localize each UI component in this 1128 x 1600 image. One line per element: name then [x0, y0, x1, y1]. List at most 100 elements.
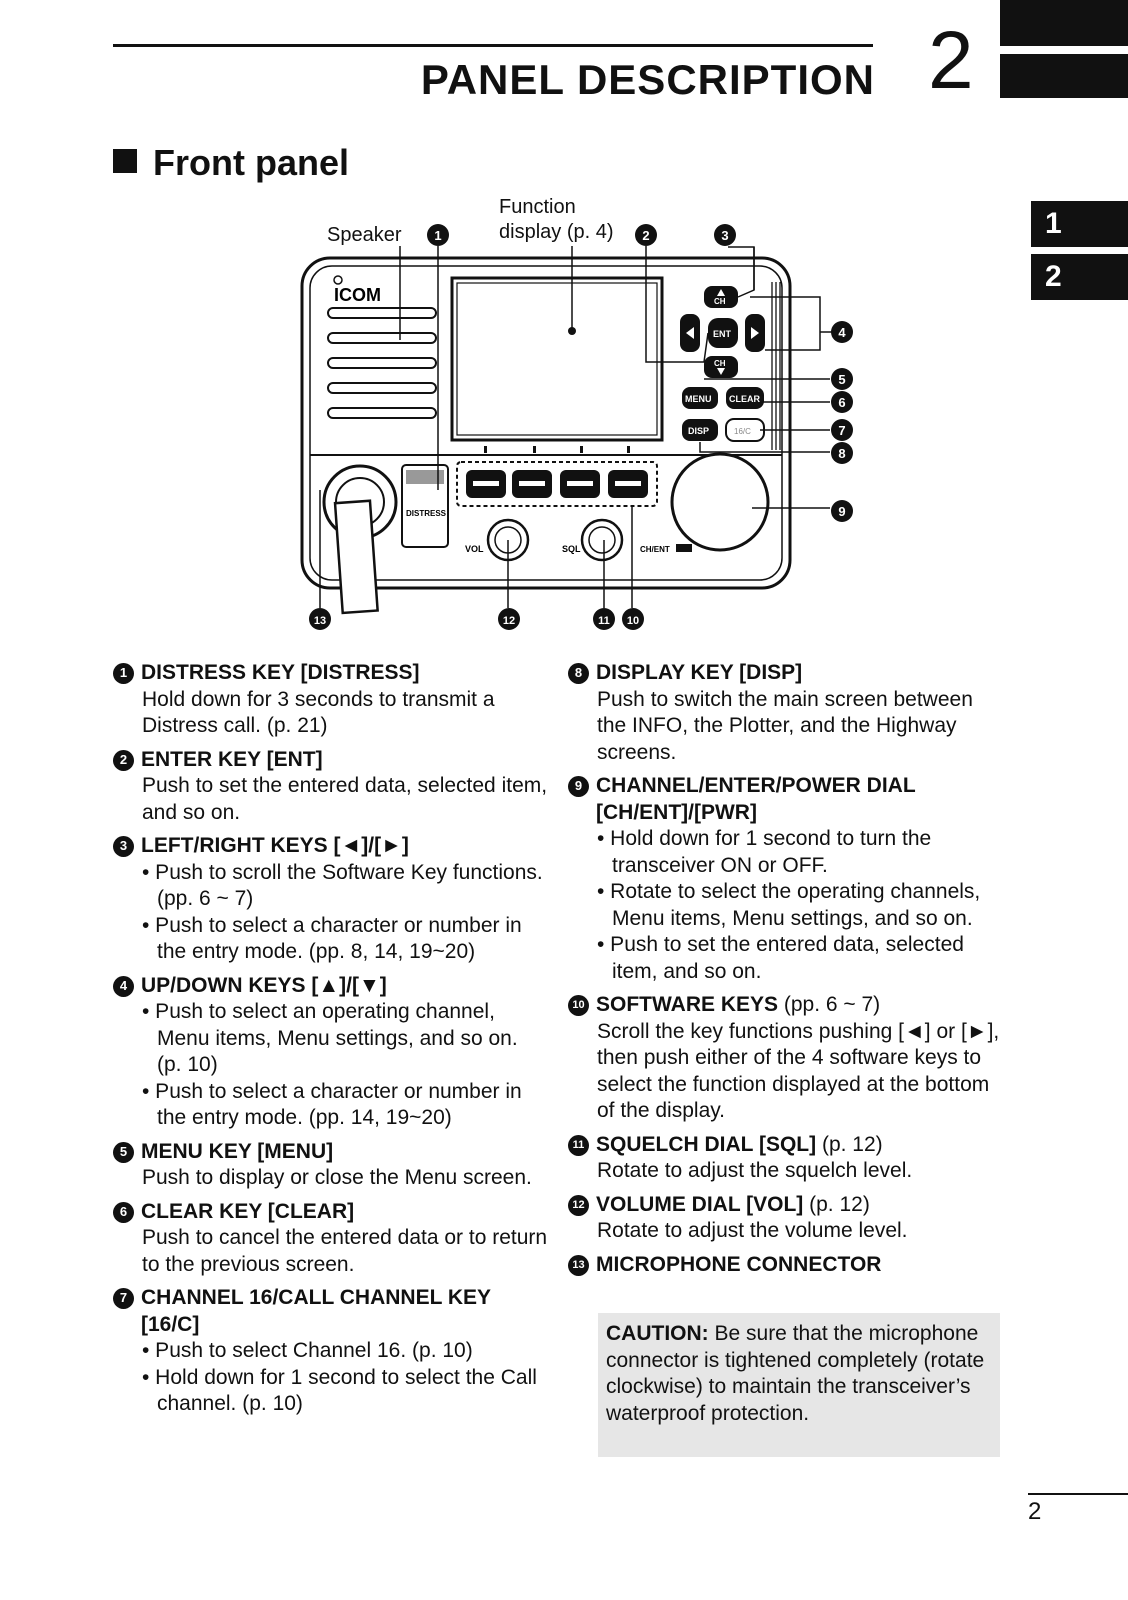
- ch-up-key: [704, 286, 738, 308]
- item-title: VOLUME DIAL [VOL]: [596, 1192, 804, 1216]
- description-item: 1 DISTRESS KEY [DISTRESS] Hold down for 3 …: [113, 660, 548, 740]
- svg-text:11: 11: [598, 615, 610, 627]
- item-description: Scroll the key functions pushing [◄] or …: [597, 1019, 1000, 1123]
- item-number-badge: 10: [568, 995, 589, 1016]
- item-page-ref: (pp. 6 ~ 7): [778, 993, 881, 1016]
- svg-text:VOL: VOL: [465, 544, 484, 554]
- svg-text:12: 12: [503, 615, 515, 627]
- chapter-tab-block: [1000, 0, 1128, 46]
- description-item: 2 ENTER KEY [ENT] Push to set the entered …: [113, 747, 548, 827]
- svg-text:DISP: DISP: [688, 426, 709, 436]
- item-number-badge: 9: [568, 776, 589, 797]
- item-description: Rotate to adjust the squelch level.: [597, 1159, 913, 1182]
- front-panel-diagram: ICOM CH ENT CH MENU: [290, 190, 870, 640]
- item-number-badge: 6: [113, 1201, 134, 1223]
- page-number: 2: [1028, 1498, 1042, 1525]
- item-bullet: • Rotate to select the operating channel…: [597, 880, 981, 930]
- item-bullet: • Push to scroll the Software Key functi…: [142, 860, 543, 911]
- item-bullet: • Push to select a character or number i…: [142, 913, 522, 964]
- side-tab-1[interactable]: 1: [1031, 201, 1128, 247]
- item-bullet: • Hold down for 1 second to turn the tra…: [597, 827, 932, 877]
- channel-enter-power-dial: [670, 452, 770, 552]
- clear-key: [726, 387, 764, 409]
- page-title: PANEL DESCRIPTION: [420, 56, 875, 103]
- speaker-label: Speaker: [327, 224, 402, 246]
- svg-text:2: 2: [642, 228, 649, 243]
- svg-text:ENT: ENT: [713, 329, 732, 339]
- caution-text: Be sure that the microphone connector is…: [606, 1322, 985, 1425]
- function-display-label-2: display (p. 4): [499, 221, 614, 243]
- description-column-left: 1 DISTRESS KEY [DISTRESS] Hold down for 3 …: [113, 660, 548, 1425]
- item-title: UP/DOWN KEYS [▲]/[▼]: [141, 973, 387, 997]
- item-bullet: • Push to set the entered data, selected…: [597, 933, 964, 983]
- description-item: 12 VOLUME DIAL [VOL] (p. 12) Rotate to adj…: [568, 1192, 1000, 1245]
- item-heading: 10 SOFTWARE KEYS (pp. 6 ~ 7): [568, 992, 1000, 1019]
- function-display: [450, 276, 664, 442]
- item-number-badge: 3: [113, 836, 134, 857]
- item-title: ENTER KEY [ENT]: [141, 747, 323, 771]
- item-number-badge: 11: [568, 1134, 589, 1156]
- item-heading: 1 DISTRESS KEY [DISTRESS]: [113, 660, 548, 687]
- item-number-badge: 8: [568, 663, 589, 684]
- footer-rule: [1028, 1493, 1128, 1495]
- item-description: Hold down for 3 seconds to transmit a Di…: [142, 687, 495, 738]
- item-bullet: • Hold down for 1 second to select the C…: [142, 1365, 537, 1416]
- distress-key: [401, 464, 449, 548]
- icom-logo: ICOM: [334, 285, 381, 305]
- section-title: Front panel: [113, 142, 349, 184]
- svg-text:CH/ENT: CH/ENT: [640, 545, 670, 554]
- software-keys-area: [456, 461, 658, 507]
- svg-text:3: 3: [721, 228, 728, 243]
- item-heading: 3 LEFT/RIGHT KEYS [◄]/[►]: [113, 833, 548, 860]
- speaker-grille: [327, 307, 437, 419]
- item-page-ref: (p. 12): [803, 1192, 870, 1216]
- caution-box: CAUTION: Be sure that the microphone con…: [598, 1313, 1000, 1457]
- item-number-badge: 13: [568, 1254, 589, 1276]
- ch-down-key: [704, 356, 738, 378]
- item-number-badge: 2: [113, 749, 134, 771]
- svg-text:SQL: SQL: [562, 544, 581, 554]
- svg-text:4: 4: [838, 325, 846, 340]
- item-bullet: • Push to select a character or number i…: [142, 1079, 522, 1130]
- item-heading: 4 UP/DOWN KEYS [▲]/[▼]: [113, 973, 548, 1000]
- item-number-badge: 12: [568, 1194, 589, 1216]
- item-title: SOFTWARE KEYS: [596, 993, 779, 1016]
- item-description: Push to display or close the Menu screen…: [142, 1166, 532, 1189]
- item-bullet: • Push to select an operating channel, M…: [142, 1000, 518, 1076]
- item-description: Push to switch the main screen between t…: [597, 687, 973, 764]
- item-title: SQUELCH DIAL [SQL]: [596, 1132, 817, 1156]
- item-title: DISPLAY KEY [DISP]: [596, 661, 803, 684]
- side-tab-2[interactable]: 2: [1031, 254, 1128, 300]
- svg-text:16/C: 16/C: [734, 427, 751, 436]
- item-number-badge: 7: [113, 1288, 134, 1309]
- svg-text:MENU: MENU: [685, 394, 712, 404]
- disp-key: [682, 419, 718, 441]
- svg-text:10: 10: [627, 615, 639, 627]
- item-description: Push to cancel the entered data or to re…: [142, 1226, 548, 1276]
- square-bullet-icon: [113, 149, 137, 173]
- radio-illustration: ICOM CH ENT CH MENU: [300, 224, 853, 630]
- description-item: 10 SOFTWARE KEYS (pp. 6 ~ 7) Scroll the ke…: [568, 992, 1000, 1125]
- item-number-badge: 4: [113, 975, 134, 997]
- item-title: LEFT/RIGHT KEYS [◄]/[►]: [141, 834, 409, 857]
- item-title: DISTRESS KEY [DISTRESS]: [141, 661, 420, 684]
- item-number-badge: 1: [113, 663, 134, 684]
- header-rule: [113, 44, 873, 47]
- item-description: Rotate to adjust the volume level.: [597, 1219, 908, 1242]
- description-item: 8 DISPLAY KEY [DISP] Push to switch the ma…: [568, 660, 1000, 766]
- item-title: MENU KEY [MENU]: [141, 1139, 334, 1163]
- svg-text:6: 6: [838, 395, 845, 410]
- svg-text:CLEAR: CLEAR: [729, 394, 760, 404]
- svg-text:1: 1: [434, 228, 441, 243]
- item-heading: 2 ENTER KEY [ENT]: [113, 747, 548, 774]
- svg-text:DISTRESS: DISTRESS: [406, 509, 447, 518]
- svg-text:CH: CH: [714, 359, 726, 368]
- item-description: Push to set the entered data, selected i…: [142, 774, 548, 824]
- function-display-label-1: Function: [499, 196, 576, 218]
- item-title: CHANNEL 16/CALL CHANNEL KEY [16/C]: [141, 1286, 491, 1336]
- item-heading: 7 CHANNEL 16/CALL CHANNEL KEY [16/C]: [113, 1285, 548, 1338]
